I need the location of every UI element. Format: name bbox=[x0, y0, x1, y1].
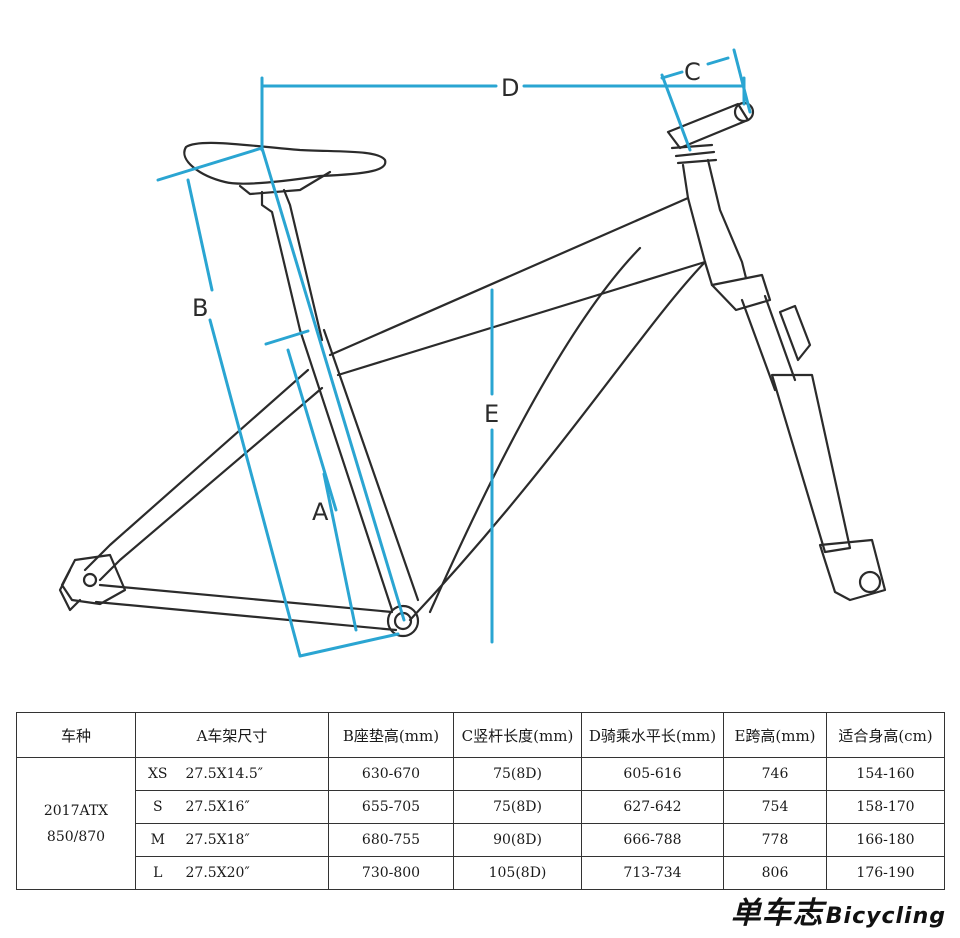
fork-stanchion bbox=[740, 294, 797, 392]
frame-size: 27.5X20″ bbox=[179, 856, 329, 890]
size-code: M bbox=[135, 823, 180, 857]
rider-height: 158-170 bbox=[826, 790, 945, 824]
chainstay bbox=[94, 583, 398, 632]
frame-size: 27.5X18″ bbox=[179, 823, 329, 857]
head-tube bbox=[681, 158, 748, 287]
model-cell: 2017ATX 850/870 bbox=[16, 757, 136, 890]
dim-label-d: D bbox=[501, 74, 519, 102]
stem-length: 75(8D) bbox=[453, 757, 582, 791]
reach: 605-616 bbox=[581, 757, 724, 791]
dim-a-tick-bottom bbox=[298, 632, 400, 658]
watermark-chinese: 单车志 bbox=[730, 896, 824, 931]
dim-b-line bbox=[186, 178, 214, 292]
dim-a-line-lower bbox=[322, 472, 358, 632]
rider-height: 166-180 bbox=[826, 823, 945, 857]
dim-label-b: B bbox=[192, 294, 208, 322]
dim-a-line bbox=[286, 348, 338, 512]
header-reach: D骑乘水平长(mm) bbox=[581, 712, 724, 758]
size-spec-table: 车种 A车架尺寸 B座垫高(mm) C竖杆长度(mm) D骑乘水平长(mm) E… bbox=[16, 712, 945, 890]
watermark-english: Bicycling bbox=[825, 904, 946, 929]
fork-crown bbox=[710, 273, 772, 312]
frame-size: 27.5X16″ bbox=[179, 790, 329, 824]
dim-label-a: A bbox=[312, 498, 329, 526]
model-line-1: 2017ATX bbox=[43, 802, 109, 819]
top-tube bbox=[328, 196, 707, 377]
seatstay bbox=[83, 368, 324, 582]
size-code: S bbox=[135, 790, 180, 824]
header-standover: E跨高(mm) bbox=[723, 712, 827, 758]
dim-a-tick-top bbox=[264, 329, 310, 346]
header-frame-size: A车架尺寸 bbox=[135, 712, 329, 758]
header-model: 车种 bbox=[16, 712, 136, 758]
size-code: XS bbox=[135, 757, 180, 791]
bicycling-watermark-logo: 单车志Bicycling bbox=[731, 888, 946, 932]
saddle-height: 630-670 bbox=[328, 757, 454, 791]
dim-c-tick-right bbox=[732, 48, 752, 114]
dim-label-e: E bbox=[484, 400, 499, 428]
stem-length: 105(8D) bbox=[453, 856, 582, 890]
standover: 778 bbox=[723, 823, 827, 857]
standover: 806 bbox=[723, 856, 827, 890]
dim-b-tick-top bbox=[156, 146, 264, 182]
reach: 666-788 bbox=[581, 823, 724, 857]
standover: 754 bbox=[723, 790, 827, 824]
table-header-row: 车种 A车架尺寸 B座垫高(mm) C竖杆长度(mm) D骑乘水平长(mm) E… bbox=[16, 712, 945, 758]
table-row: 2017ATX 850/870 XS 27.5X14.5″ 630-670 75(… bbox=[16, 757, 945, 890]
stem-length: 90(8D) bbox=[453, 823, 582, 857]
front-axle bbox=[858, 570, 882, 594]
table-row: M 27.5X18″ 680-755 90(8D) 666-788 778 16… bbox=[17, 823, 945, 857]
stem-length: 75(8D) bbox=[453, 790, 582, 824]
reach: 627-642 bbox=[581, 790, 724, 824]
table-row: S 27.5X16″ 655-705 75(8D) 627-642 754 15… bbox=[17, 790, 945, 824]
fork-dropout bbox=[818, 538, 887, 602]
fork-lockout-lever bbox=[778, 304, 812, 362]
header-rider-height: 适合身高(cm) bbox=[826, 712, 945, 758]
saddle-height: 680-755 bbox=[328, 823, 454, 857]
frame-geometry-diagram: A B C D E bbox=[58, 48, 887, 658]
header-stem-length: C竖杆长度(mm) bbox=[453, 712, 582, 758]
table-row: L 27.5X20″ 730-800 105(8D) 713-734 806 1… bbox=[17, 856, 945, 890]
derailleur-hanger bbox=[58, 568, 82, 612]
saddle bbox=[183, 141, 387, 185]
dim-b-seat-axis bbox=[260, 146, 406, 622]
rear-axle bbox=[82, 572, 98, 588]
dim-label-c: C bbox=[684, 58, 701, 86]
frame-size: 27.5X14.5″ bbox=[179, 757, 329, 791]
saddle-height: 655-705 bbox=[328, 790, 454, 824]
standover: 746 bbox=[723, 757, 827, 791]
saddle-height: 730-800 bbox=[328, 856, 454, 890]
fork-lowers bbox=[770, 373, 852, 554]
seatpost bbox=[260, 188, 324, 342]
down-tube bbox=[408, 246, 707, 622]
model-line-2: 850/870 bbox=[46, 828, 106, 845]
rider-height: 176-190 bbox=[826, 856, 945, 890]
rider-height: 154-160 bbox=[826, 757, 945, 791]
dim-c-line-left bbox=[660, 70, 684, 80]
header-saddle-height: B座垫高(mm) bbox=[328, 712, 454, 758]
dim-c-line-right bbox=[706, 56, 730, 66]
bottom-bracket bbox=[386, 604, 420, 638]
size-code: L bbox=[135, 856, 180, 890]
dim-b-line-lower bbox=[208, 318, 302, 658]
reach: 713-734 bbox=[581, 856, 724, 890]
